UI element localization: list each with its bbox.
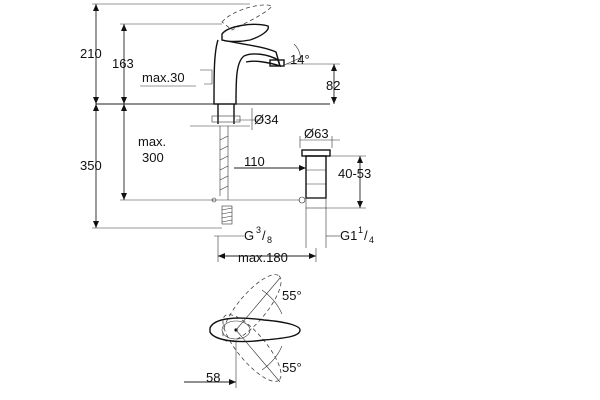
dim-g38-num: 3 [256, 225, 261, 235]
lever-outline [221, 23, 269, 43]
dim-g114-num: 1 [358, 225, 363, 235]
faucet-top-view: 55° 55° 58 [184, 274, 302, 388]
dim-210: 210 [80, 46, 102, 61]
dim-82: 82 [326, 78, 340, 93]
dim-163: 163 [112, 56, 134, 71]
dim-d63: Ø63 [304, 126, 329, 141]
dim-58: 58 [206, 370, 220, 385]
spout-outline [221, 39, 281, 67]
dim-g114-den: 4 [369, 235, 374, 245]
dim-55deg-top: 55° [282, 288, 302, 303]
mounting-nut [211, 115, 241, 123]
hose-fitting [221, 205, 233, 225]
dim-g38-den: 8 [267, 235, 272, 245]
drain-body [305, 155, 327, 199]
lever-ghost-upper [222, 274, 282, 342]
dim-300: 300 [142, 150, 164, 165]
lever-top-view [209, 317, 301, 343]
dim-14deg: 14° [290, 52, 310, 67]
lever-ghost-lower [222, 314, 282, 382]
rear-tab [200, 69, 213, 85]
dim-55deg-bottom: 55° [282, 360, 302, 375]
aerator [269, 59, 285, 67]
dim-g114-base: G1 [340, 228, 357, 243]
dim-g38-base: G [244, 228, 254, 243]
drain-tail [305, 197, 327, 209]
dim-max30: max.30 [142, 70, 185, 85]
lever-ghost-outline [221, 4, 273, 31]
dim-max180: max.180 [238, 250, 288, 265]
dim-g38-slash: / [262, 228, 266, 243]
dim-40-53: 40-53 [338, 166, 371, 181]
faucet-side-view: 210 163 max.30 350 max. 300 14° 82 [80, 3, 374, 265]
dim-110: 110 [244, 154, 265, 169]
drain-top [301, 149, 331, 157]
dim-max-label: max. [138, 134, 166, 149]
faucet-body-outline [213, 39, 282, 105]
dim-g114-slash: / [364, 228, 368, 243]
dim-d34: Ø34 [254, 112, 279, 127]
dim-350: 350 [80, 158, 102, 173]
